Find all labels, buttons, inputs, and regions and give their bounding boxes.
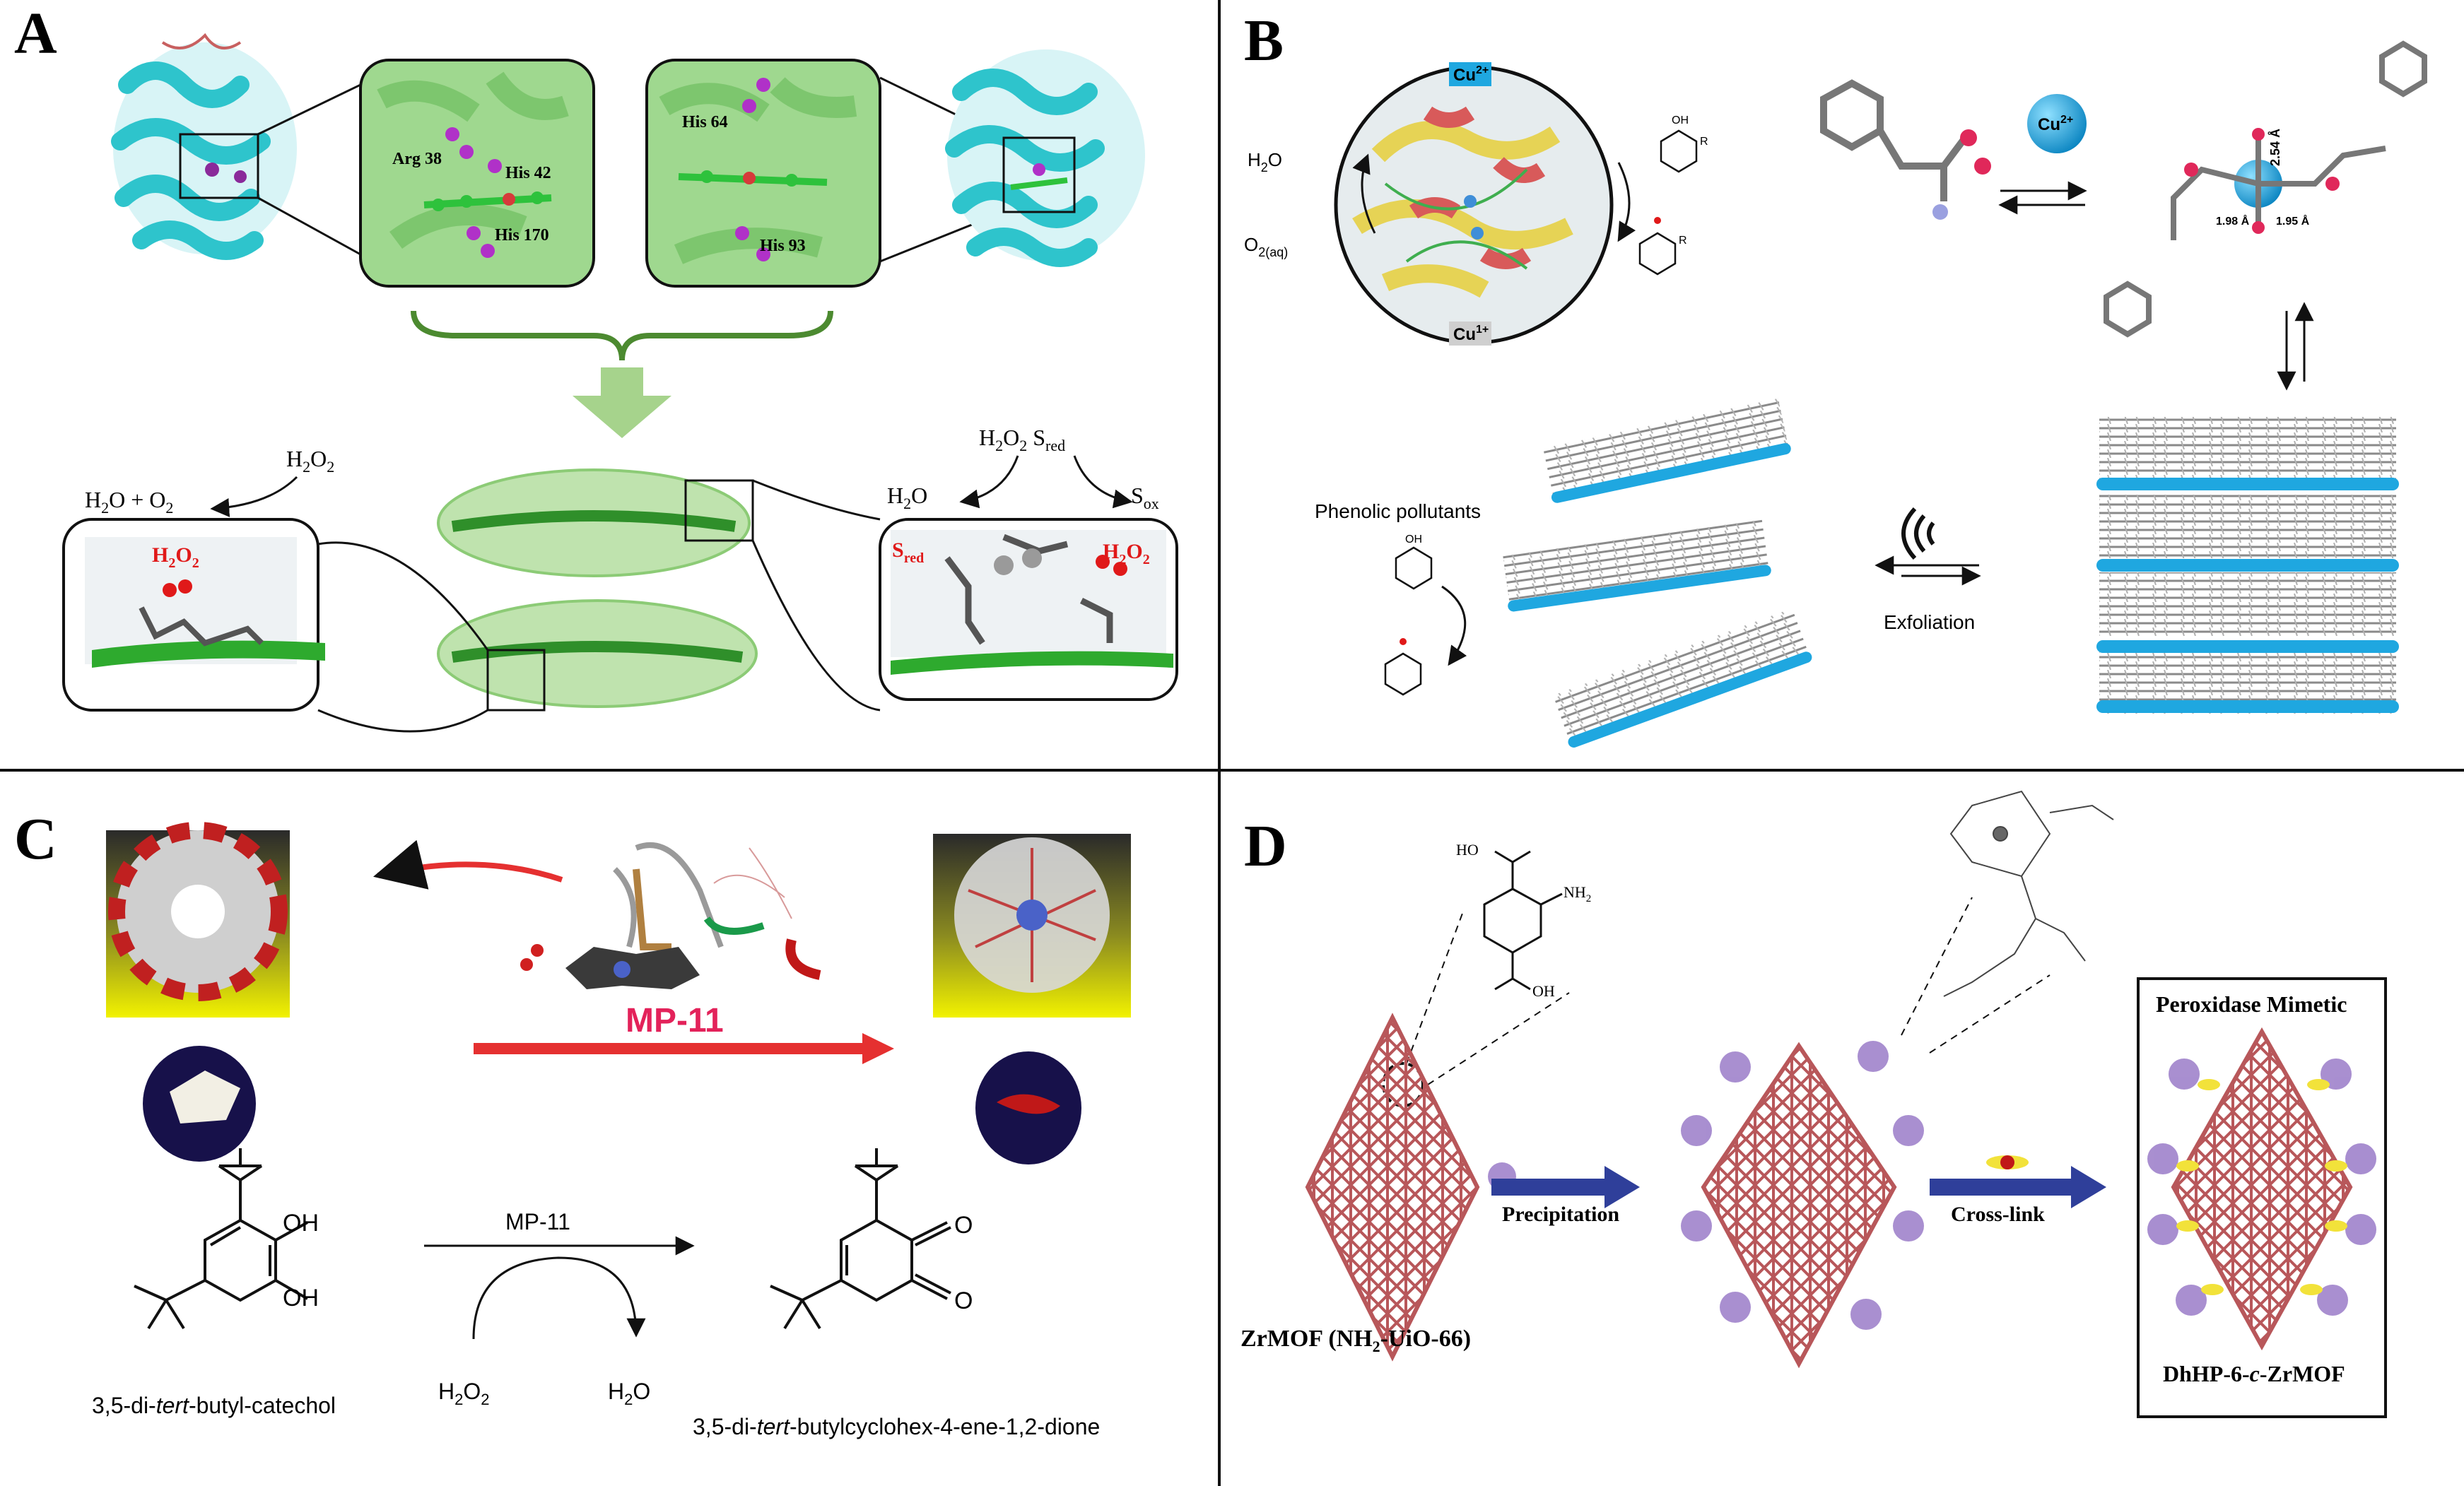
linker-structure — [1483, 850, 1563, 991]
brace — [411, 310, 833, 361]
peptide-structure — [1943, 790, 2114, 997]
curved-arrow — [472, 1256, 646, 1340]
panel-a-letter: A — [14, 1, 57, 66]
arrow-to-h2o — [959, 455, 1019, 509]
crosslinker-marks — [2176, 1079, 2347, 1295]
bond-length-1: 2.54 Å — [2268, 129, 2282, 166]
ultrasound-icon — [1901, 507, 1935, 560]
residue-label: Arg 38 — [392, 150, 442, 168]
h2o-o2-label: H2O + O2 — [85, 487, 173, 517]
panel-b-letter: B — [1244, 8, 1284, 73]
precipitation-arrow — [1491, 1166, 1640, 1208]
arrow-h2o2-to-products — [210, 476, 298, 517]
reactant-structure — [134, 1148, 309, 1330]
h2o-right-label: H2O — [887, 483, 927, 512]
residue-label: His 170 — [495, 226, 549, 244]
panel-d: D HO NH2 OH — [1240, 790, 2387, 1418]
oh-small: OH — [1672, 114, 1689, 126]
h2o2-red-left: H2O2 — [152, 543, 199, 571]
cu2-label: Cu2+ — [1453, 64, 1489, 85]
s-ox-label: Sox — [1131, 483, 1159, 512]
o-bottom-product: O — [954, 1287, 973, 1314]
oh-top-reactant: OH — [283, 1210, 319, 1237]
mp11-title: MP-11 — [626, 1002, 724, 1039]
zoom-box-right: His 64 His 93 — [645, 59, 1004, 288]
o2aq-label: O2(aq) — [1244, 234, 1288, 259]
exfoliation-label: Exfoliation — [1884, 611, 1975, 633]
laccase-cycle: Cu2+ Cu1+ H2O O2(aq) OH R R — [1244, 62, 1708, 346]
red-arrow-bar — [474, 1043, 862, 1054]
protein-structure-left — [111, 33, 297, 260]
nh2-label: NH2 — [1564, 883, 1591, 904]
residue-label: His 64 — [682, 113, 728, 131]
crosslinked-mof — [2171, 1027, 2353, 1351]
cu-ion-label: Cu2+ — [2038, 114, 2073, 134]
h2o2-red-right: H2O2 — [1103, 540, 1150, 567]
stacked-nanosheets — [2096, 417, 2399, 714]
exfoliated-nanosheets — [1503, 398, 1812, 748]
h2o2-sred-label: H2O2 Sred — [979, 425, 1065, 454]
cu-phenylalanine-complex: Cu2+ 2.54 Å 1.98 Å 1.95 Å — [1820, 40, 2427, 391]
r-small: R — [1679, 235, 1687, 247]
residue-label: His 93 — [760, 237, 806, 255]
protein-structure-right — [945, 49, 1145, 267]
zrmof-label: ZrMOF (NH2-UiO-66) — [1240, 1326, 1471, 1355]
phenol-ring — [1395, 546, 1433, 590]
ho-label: HO — [1456, 841, 1479, 859]
oh-bottom-reactant: OH — [283, 1285, 319, 1311]
bond-length-3: 1.95 Å — [2276, 214, 2310, 228]
h2o-c-label: H2O — [608, 1379, 650, 1408]
h2o-b-label: H2O — [1248, 149, 1282, 175]
arrow-to-sox — [1073, 455, 1133, 509]
panel-c: C MP-11 — [14, 806, 1131, 1439]
panel-c-letter: C — [14, 806, 57, 872]
active-site-box-right: Sred H2O2 — [879, 518, 1178, 701]
phenoxy-ring — [1384, 652, 1422, 696]
bond-length-2: 1.98 Å — [2216, 214, 2250, 228]
h2o2-top-label: H2O2 — [286, 446, 334, 476]
oh-small: OH — [1405, 533, 1422, 546]
crosslink-label: Cross-link — [1951, 1203, 2045, 1226]
cu1-label: Cu1+ — [1453, 324, 1489, 344]
product-structure — [770, 1148, 951, 1330]
reactant-name: 3,5-di-tert-butyl-catechol — [92, 1393, 336, 1418]
residue-label: His 42 — [505, 164, 551, 182]
s-red-label: Sred — [892, 538, 924, 566]
product-name: 3,5-di-tert-butylcyclohex-4-ene-1,2-dion… — [693, 1414, 1100, 1439]
oh-label: OH — [1532, 982, 1555, 1000]
red-arrow-curved — [373, 839, 563, 890]
active-site-box-left: H2O2 — [62, 518, 325, 712]
panel-d-letter: D — [1244, 813, 1287, 879]
mp11-structure — [520, 842, 821, 989]
mp11-arrow-label: MP-11 — [505, 1209, 570, 1234]
precipitation-label: Precipitation — [1502, 1203, 1619, 1226]
peroxidase-mimetic-label: Peroxidase Mimetic — [2156, 991, 2347, 1017]
zoom-box-left: Arg 38 His 42 His 170 — [257, 59, 595, 288]
h2o2-c-label: H2O2 — [438, 1379, 490, 1408]
zrmof-octahedron — [1305, 1013, 1480, 1362]
dhhp-label: DhHP-6-c-ZrMOF — [2163, 1361, 2345, 1386]
r-small: R — [1700, 136, 1708, 148]
down-arrow — [573, 367, 671, 438]
o-top-product: O — [954, 1212, 973, 1239]
panel-a: A Arg 38 His 42 His 170 — [14, 1, 1178, 733]
amyloid-fibrils — [317, 468, 881, 733]
panel-b: B Cu2+ Cu1+ H2O O2(aq) OH R R — [1244, 8, 2427, 748]
mof-with-peptide — [1701, 1042, 1897, 1369]
peroxidase-mimetic-box — [2137, 977, 2387, 1418]
peptide-clusters — [1488, 1041, 2376, 1330]
crosslink-arrow — [1930, 1166, 2106, 1208]
phenolic-pollutants-label: Phenolic pollutants — [1315, 500, 1481, 522]
